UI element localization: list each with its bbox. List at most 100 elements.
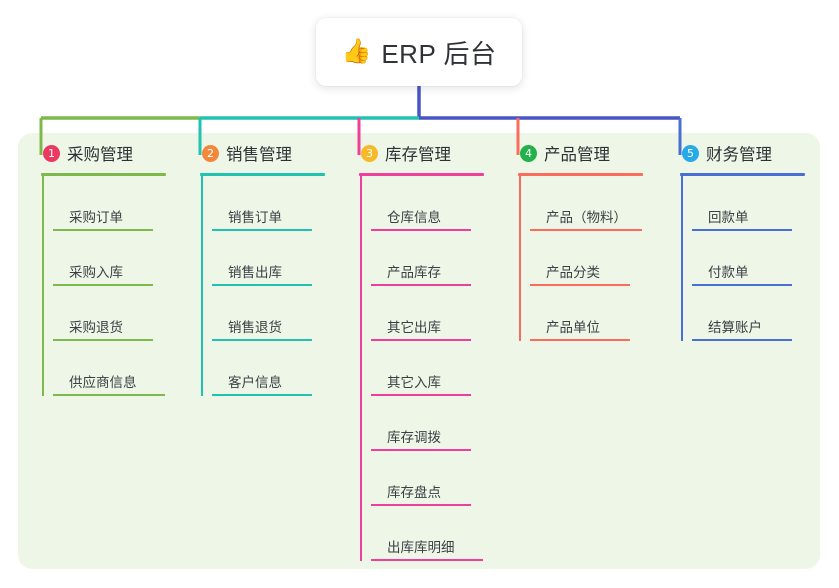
root-title-label: ERP 后台	[381, 38, 497, 69]
leaf-underline	[212, 229, 312, 231]
branch-title-label: 库存管理	[385, 146, 451, 164]
leaf-label: 其它出库	[387, 319, 441, 335]
leaf-underline	[212, 284, 312, 286]
leaf-item[interactable]: 库存调拨	[371, 396, 519, 451]
leaf-item[interactable]: 产品单位	[530, 286, 678, 341]
leaf-label: 供应商信息	[69, 374, 137, 390]
leaf-underline	[371, 339, 471, 341]
leaf-item[interactable]: 出库库明细	[371, 506, 519, 561]
leaf-underline	[692, 229, 792, 231]
leaf-underline	[53, 394, 165, 396]
leaf-underline	[212, 394, 312, 396]
branch-number-badge: 2	[202, 144, 219, 162]
branch-header-3[interactable]: 3 库存管理	[359, 133, 519, 173]
leaf-underline	[530, 284, 630, 286]
leaf-item[interactable]: 回款单	[692, 176, 839, 231]
branch-number-badge: 1	[43, 144, 60, 162]
leaf-item[interactable]: 供应商信息	[53, 341, 201, 396]
branch-column-3: 3 库存管理仓库信息产品库存其它出库其它入库库存调拨库存盘点出库库明细	[359, 133, 519, 561]
leaf-underline	[53, 339, 153, 341]
diagram-panel	[18, 133, 820, 569]
branch-spine	[360, 176, 362, 561]
leaf-item[interactable]: 销售出库	[212, 231, 360, 286]
leaf-item[interactable]: 采购订单	[53, 176, 201, 231]
leaf-item[interactable]: 销售订单	[212, 176, 360, 231]
branch-number-badge: 3	[361, 144, 378, 162]
leaf-item[interactable]: 其它入库	[371, 341, 519, 396]
branch-column-2: 2 销售管理销售订单销售出库销售退货客户信息	[200, 133, 360, 396]
leaf-item[interactable]: 付款单	[692, 231, 839, 286]
leaf-label: 采购退货	[69, 319, 123, 335]
branch-spine	[681, 176, 683, 341]
leaf-label: 产品（物料）	[546, 209, 627, 225]
branch-underline	[41, 173, 166, 176]
leaf-label: 回款单	[708, 209, 749, 225]
branch-spine	[42, 176, 44, 396]
branch-underline	[680, 173, 805, 176]
leaf-label: 产品库存	[387, 264, 441, 280]
thumbs-up-icon: 👍	[341, 38, 372, 65]
leaf-underline	[371, 449, 471, 451]
branch-header-2[interactable]: 2 销售管理	[200, 133, 360, 173]
branch-leaf-list: 销售订单销售出库销售退货客户信息	[200, 176, 360, 396]
branch-leaf-list: 产品（物料） 产品分类产品单位	[518, 176, 678, 341]
leaf-underline	[371, 229, 471, 231]
leaf-label: 库存调拨	[387, 429, 441, 445]
leaf-label: 销售订单	[228, 209, 282, 225]
branch-number-badge: 4	[520, 144, 537, 162]
leaf-underline	[212, 339, 312, 341]
branch-leaf-list: 采购订单采购入库采购退货供应商信息	[41, 176, 201, 396]
leaf-label: 出库库明细	[387, 539, 455, 555]
leaf-item[interactable]: 产品分类	[530, 231, 678, 286]
branch-spine	[519, 176, 521, 341]
leaf-label: 结算账户	[708, 319, 762, 335]
branch-underline	[359, 173, 484, 176]
branch-underline	[518, 173, 643, 176]
leaf-label: 付款单	[708, 264, 749, 280]
leaf-label: 库存盘点	[387, 484, 441, 500]
branch-header-4[interactable]: 4 产品管理	[518, 133, 678, 173]
leaf-label: 产品分类	[546, 264, 600, 280]
leaf-underline	[371, 284, 471, 286]
leaf-item[interactable]: 销售退货	[212, 286, 360, 341]
leaf-underline	[53, 229, 153, 231]
branch-leaf-list: 仓库信息产品库存其它出库其它入库库存调拨库存盘点出库库明细	[359, 176, 519, 561]
leaf-item[interactable]: 产品（物料）	[530, 176, 678, 231]
leaf-item[interactable]: 其它出库	[371, 286, 519, 341]
leaf-label: 产品单位	[546, 319, 600, 335]
leaf-label: 采购订单	[69, 209, 123, 225]
leaf-underline	[371, 559, 483, 561]
leaf-underline	[371, 394, 471, 396]
leaf-label: 客户信息	[228, 374, 282, 390]
leaf-item[interactable]: 结算账户	[692, 286, 839, 341]
branch-title-label: 销售管理	[226, 146, 292, 164]
branch-leaf-list: 回款单付款单结算账户	[680, 176, 839, 341]
leaf-label: 采购入库	[69, 264, 123, 280]
leaf-label: 销售退货	[228, 319, 282, 335]
branch-underline	[200, 173, 325, 176]
branch-title-label: 产品管理	[544, 146, 610, 164]
leaf-label: 销售出库	[228, 264, 282, 280]
leaf-item[interactable]: 采购退货	[53, 286, 201, 341]
leaf-underline	[530, 339, 630, 341]
leaf-label: 其它入库	[387, 374, 441, 390]
leaf-item[interactable]: 库存盘点	[371, 451, 519, 506]
leaf-item[interactable]: 产品库存	[371, 231, 519, 286]
root-title-card[interactable]: 👍 ERP 后台	[316, 18, 522, 86]
leaf-underline	[371, 504, 471, 506]
leaf-label: 仓库信息	[387, 209, 441, 225]
branch-column-4: 4 产品管理产品（物料） 产品分类产品单位	[518, 133, 678, 341]
branch-title-label: 财务管理	[706, 146, 772, 164]
leaf-item[interactable]: 采购入库	[53, 231, 201, 286]
leaf-underline	[53, 284, 153, 286]
leaf-underline	[692, 339, 792, 341]
leaf-item[interactable]: 客户信息	[212, 341, 360, 396]
leaf-item[interactable]: 仓库信息	[371, 176, 519, 231]
leaf-underline	[692, 284, 792, 286]
